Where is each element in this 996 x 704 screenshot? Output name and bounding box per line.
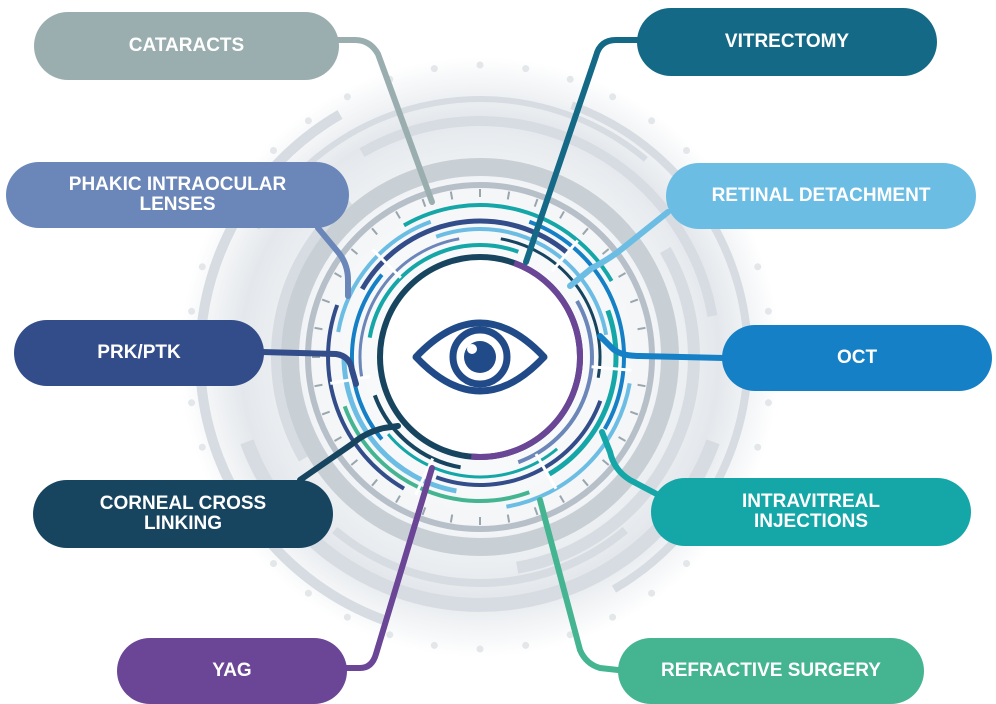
intravitreal-injections-label: INTRAVITREAL INJECTIONS xyxy=(742,491,880,532)
connector-lines xyxy=(259,37,727,673)
intravitreal-injections-pill[interactable]: INTRAVITREAL INJECTIONS xyxy=(651,478,971,546)
phakic-intraocular-lenses-label: PHAKIC INTRAOCULAR LENSES xyxy=(68,174,287,215)
vitrectomy-pill[interactable]: VITRECTOMY xyxy=(637,8,937,76)
yag-label: YAG xyxy=(212,660,252,681)
refractive-surgery-label: REFRACTIVE SURGERY xyxy=(661,660,881,681)
prk-ptk-label: PRK/PTK xyxy=(97,342,181,363)
retinal-connector xyxy=(567,209,671,289)
refractive-surgery-pill[interactable]: REFRACTIVE SURGERY xyxy=(618,638,924,704)
eye-icon xyxy=(412,319,548,395)
corneal-connector xyxy=(297,423,401,483)
prk-connector xyxy=(259,349,359,387)
corneal-cross-linking-label: CORNEAL CROSS LINKING xyxy=(99,493,267,534)
oct-pill[interactable]: OCT xyxy=(722,325,992,391)
retinal-detachment-pill[interactable]: RETINAL DETACHMENT xyxy=(666,163,976,229)
intravitreal-connector xyxy=(599,429,671,503)
phakic-intraocular-lenses-pill[interactable]: PHAKIC INTRAOCULAR LENSES xyxy=(6,162,349,228)
phakic-connector xyxy=(315,225,351,299)
refractive-connector xyxy=(537,497,621,673)
prk-ptk-pill[interactable]: PRK/PTK xyxy=(14,320,264,386)
cataracts-connector xyxy=(335,37,435,205)
vitrectomy-label: VITRECTOMY xyxy=(724,31,850,52)
vitrectomy-connector xyxy=(523,37,641,265)
yag-connector xyxy=(343,465,435,671)
retinal-detachment-label: RETINAL DETACHMENT xyxy=(711,185,931,206)
cataracts-label: CATARACTS xyxy=(128,35,245,56)
corneal-cross-linking-pill[interactable]: CORNEAL CROSS LINKING xyxy=(33,480,333,548)
oct-connector xyxy=(597,333,727,361)
yag-pill[interactable]: YAG xyxy=(117,638,347,704)
oct-label: OCT xyxy=(836,347,878,368)
cataracts-pill[interactable]: CATARACTS xyxy=(34,12,339,80)
